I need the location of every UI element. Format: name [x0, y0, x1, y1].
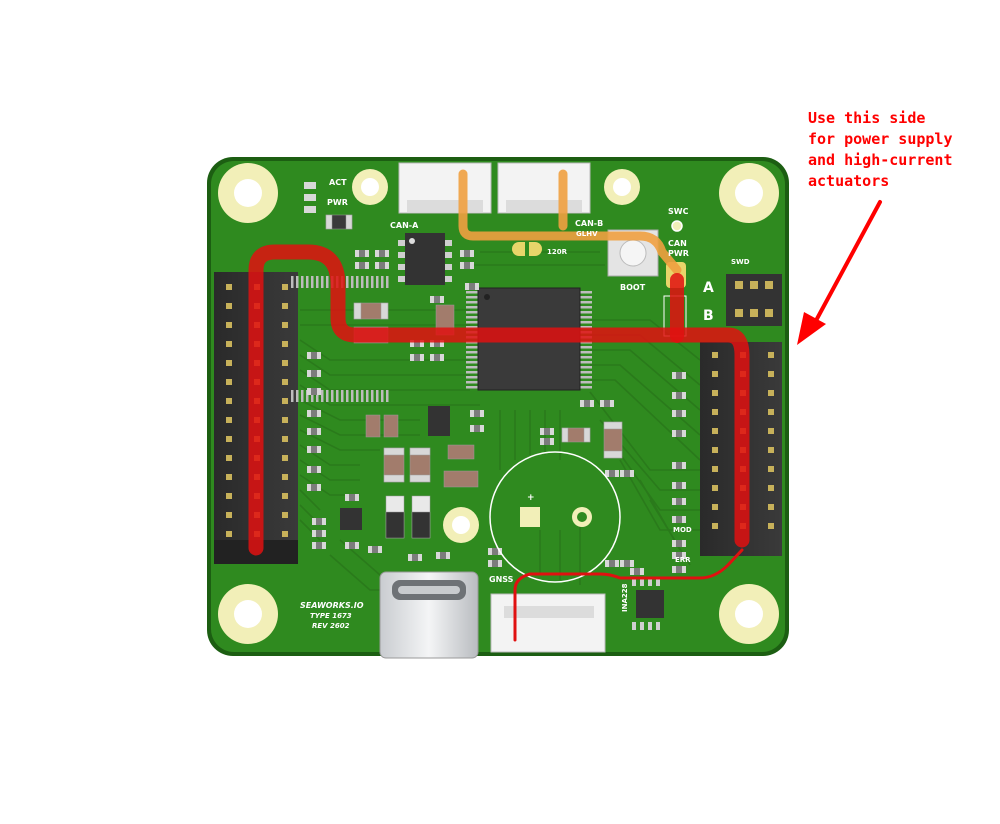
header-pin: [282, 322, 288, 328]
header-pin: [712, 371, 718, 377]
header-pin: [712, 409, 718, 415]
small-smd-parts: [307, 250, 686, 575]
header-pin: [226, 341, 232, 347]
header-pin: [768, 390, 774, 396]
header-pin: [226, 474, 232, 480]
annotation-line-3: and high-current: [808, 151, 953, 169]
brand-line-1: SEAWORKS.IO: [300, 601, 364, 610]
header-pin: [712, 447, 718, 453]
header-pin: [712, 523, 718, 529]
header-pin: [768, 371, 774, 377]
power-chips: [340, 406, 664, 630]
annotation-arrow: [797, 200, 882, 345]
header-pin: [712, 428, 718, 434]
header-pin: [712, 466, 718, 472]
header-pin: [226, 512, 232, 518]
swd-header: [726, 274, 782, 326]
usb-c-connector: [379, 571, 479, 659]
header-pin: [712, 352, 718, 358]
header-pin: [226, 493, 232, 499]
header-pin: [226, 303, 232, 309]
label-can-pwr-2: PWR: [668, 249, 689, 258]
header-pin: [712, 390, 718, 396]
label-ina228: INA228: [621, 583, 629, 612]
header-pin: [226, 322, 232, 328]
label-side-a: A: [703, 280, 714, 296]
label-glhv: GLHV: [576, 230, 598, 238]
header-pin: [768, 485, 774, 491]
jumper-120r: [512, 242, 542, 256]
header-pin: [768, 504, 774, 510]
label-can-b: CAN-B: [575, 219, 603, 228]
header-pin: [712, 504, 718, 510]
mounting-holes: [218, 163, 779, 644]
label-gnss: GNSS: [489, 575, 514, 584]
label-err: ERR: [675, 556, 691, 564]
header-pin: [282, 379, 288, 385]
label-swc: SWC: [668, 207, 689, 216]
header-pin: [226, 360, 232, 366]
annotation-line-2: for power supply: [808, 130, 953, 148]
header-pin: [226, 436, 232, 442]
label-act: ACT: [329, 178, 347, 187]
header-pin: [282, 341, 288, 347]
header-pin: [282, 436, 288, 442]
label-mod: MOD: [673, 526, 692, 534]
header-pin: [768, 409, 774, 415]
header-pin: [282, 531, 288, 537]
label-boot: BOOT: [620, 283, 646, 292]
header-pin: [768, 466, 774, 472]
header-pin: [768, 523, 774, 529]
header-pin: [768, 352, 774, 358]
header-pin: [712, 485, 718, 491]
header-pin: [282, 493, 288, 499]
header-pin: [226, 455, 232, 461]
header-pin: [226, 417, 232, 423]
header-pin: [226, 398, 232, 404]
header-pin: [226, 284, 232, 290]
header-pin: [282, 417, 288, 423]
header-pin: [226, 379, 232, 385]
header-pin: [282, 284, 288, 290]
silkscreen-labels: ACT PWR CAN-A CAN-B GLHV 120R SWC CAN PW…: [300, 178, 750, 630]
header-pin: [768, 447, 774, 453]
header-pin: [768, 428, 774, 434]
label-buzzer-plus: +: [527, 493, 535, 503]
header-pin: [282, 398, 288, 404]
annotation-note: Use this side for power supply and high-…: [808, 108, 998, 192]
header-pin: [282, 360, 288, 366]
label-can-pwr-1: CAN: [668, 239, 687, 248]
highlighted-paths: [248, 169, 750, 642]
can-transceiver-chip: [398, 233, 452, 285]
brand-line-2: TYPE 1673: [310, 612, 352, 620]
header-pin: [282, 512, 288, 518]
label-can-a: CAN-A: [390, 221, 419, 230]
annotation-line-1: Use this side: [808, 109, 926, 127]
label-120r: 120R: [547, 248, 568, 256]
brand-line-3: REV 2602: [312, 622, 350, 630]
buzzer: [489, 451, 621, 583]
annotation-line-4: actuators: [808, 172, 890, 190]
header-pin: [282, 303, 288, 309]
header-pin: [282, 455, 288, 461]
header-pin: [226, 531, 232, 537]
label-pwr: PWR: [327, 198, 348, 207]
header-pin: [282, 474, 288, 480]
gnss-connector: [490, 593, 606, 653]
label-swd: SWD: [731, 258, 750, 266]
label-side-b: B: [703, 308, 714, 324]
